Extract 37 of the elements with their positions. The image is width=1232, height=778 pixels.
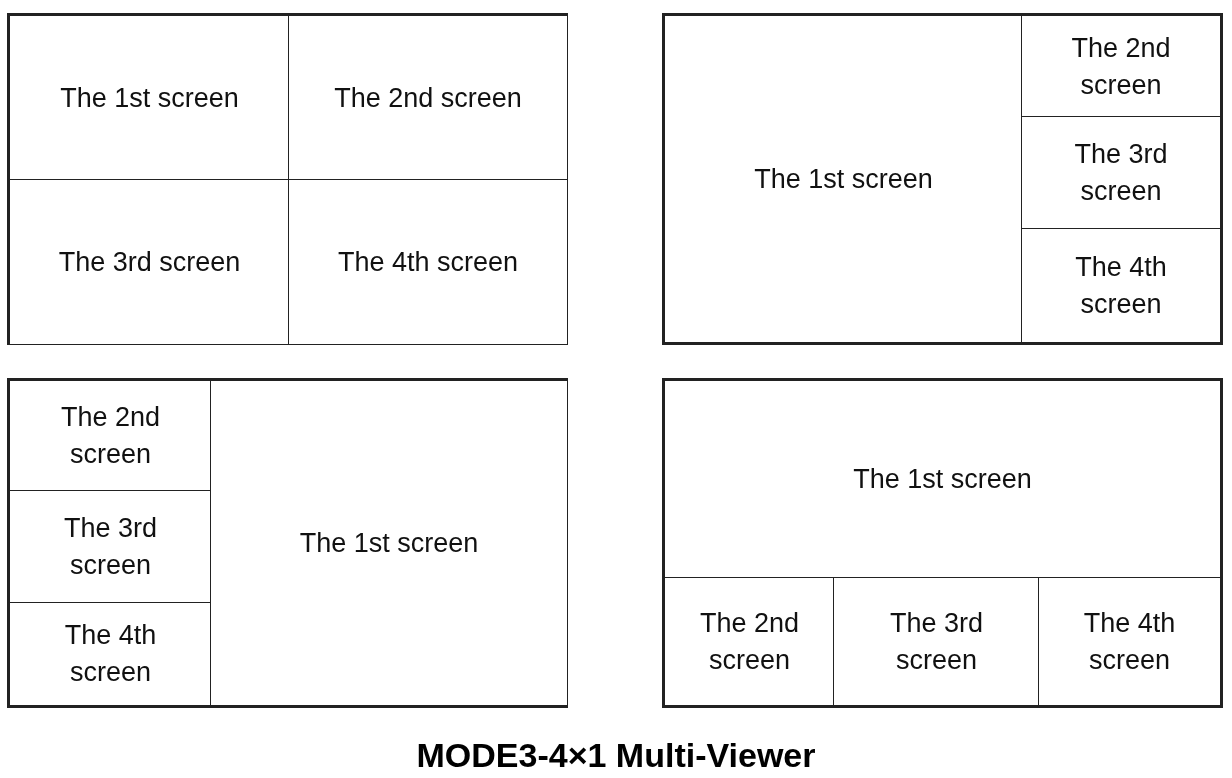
screen-label: The 4th screen [1082,606,1177,677]
diagram-title: MODE3-4×1 Multi-Viewer [416,736,816,775]
screen-region [9,490,212,604]
screen-label: The 3rd screen [62,512,159,582]
screen-region [1021,15,1221,118]
screen-region [9,179,290,345]
screen-label: The 4th screen [337,245,519,279]
screen-label: The 4th screen [63,619,158,689]
screen-region [9,380,212,492]
screen-region [833,577,1040,706]
screen-region [9,602,212,706]
screen-label: The 2nd screen [1070,31,1172,102]
screen-region [210,380,568,706]
screen-label: The 3rd screen [58,245,241,279]
layout-panel [7,13,568,345]
screen-label: The 3rd screen [888,606,985,677]
screen-label: The 1st screen [754,162,933,196]
screen-label: The 1st screen [299,526,479,560]
screen-label: The 2nd screen [334,81,522,115]
layout-panel [7,378,568,708]
screen-region [9,15,290,181]
screen-label: The 2nd screen [698,606,801,677]
screen-label: The 2nd screen [59,401,162,471]
layout-panel [662,13,1223,345]
screen-region [664,577,835,706]
layout-panel [662,378,1223,708]
screen-region [288,179,568,345]
screen-label: The 4th screen [1074,250,1168,321]
screen-region [664,15,1023,343]
screen-region [1021,228,1221,343]
screen-label: The 1st screen [853,463,1032,496]
screen-label: The 3rd screen [1073,138,1169,208]
screen-region [288,15,568,181]
screen-region [1038,577,1221,706]
screen-region [1021,116,1221,230]
screen-label: The 1st screen [60,81,239,115]
screen-region [664,380,1221,579]
